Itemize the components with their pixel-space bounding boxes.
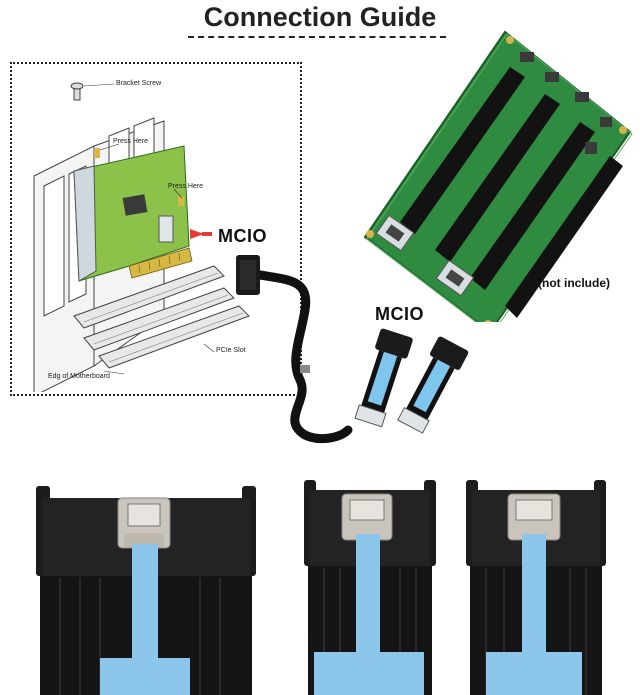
page-title: Connection Guide bbox=[203, 2, 437, 32]
edge-of-motherboard-label: Edg of Motherboard bbox=[48, 373, 110, 380]
press-here-label-2: Press Here bbox=[168, 183, 204, 190]
riser-board-image bbox=[363, 30, 633, 322]
mcio-closeup-middle bbox=[304, 480, 436, 695]
mcio-closeup-right bbox=[466, 480, 606, 695]
pcie-slot-label: PCIe Slot bbox=[216, 347, 246, 354]
bracket-screw-label: Bracket Screw bbox=[116, 80, 162, 87]
mcio-cable bbox=[236, 255, 353, 444]
mcio-connectors-image bbox=[354, 328, 469, 434]
press-here-label-1: Press Here bbox=[113, 138, 149, 145]
not-included-note: (not include) bbox=[538, 276, 610, 290]
title-underline bbox=[188, 36, 446, 38]
mcio-label-cable: MCIO bbox=[218, 226, 267, 246]
mcio-label-connectors: MCIO bbox=[375, 304, 424, 324]
installation-diagram bbox=[33, 82, 250, 392]
installation-diagram-frame bbox=[10, 62, 302, 396]
mcio-closeup-large bbox=[36, 486, 256, 695]
